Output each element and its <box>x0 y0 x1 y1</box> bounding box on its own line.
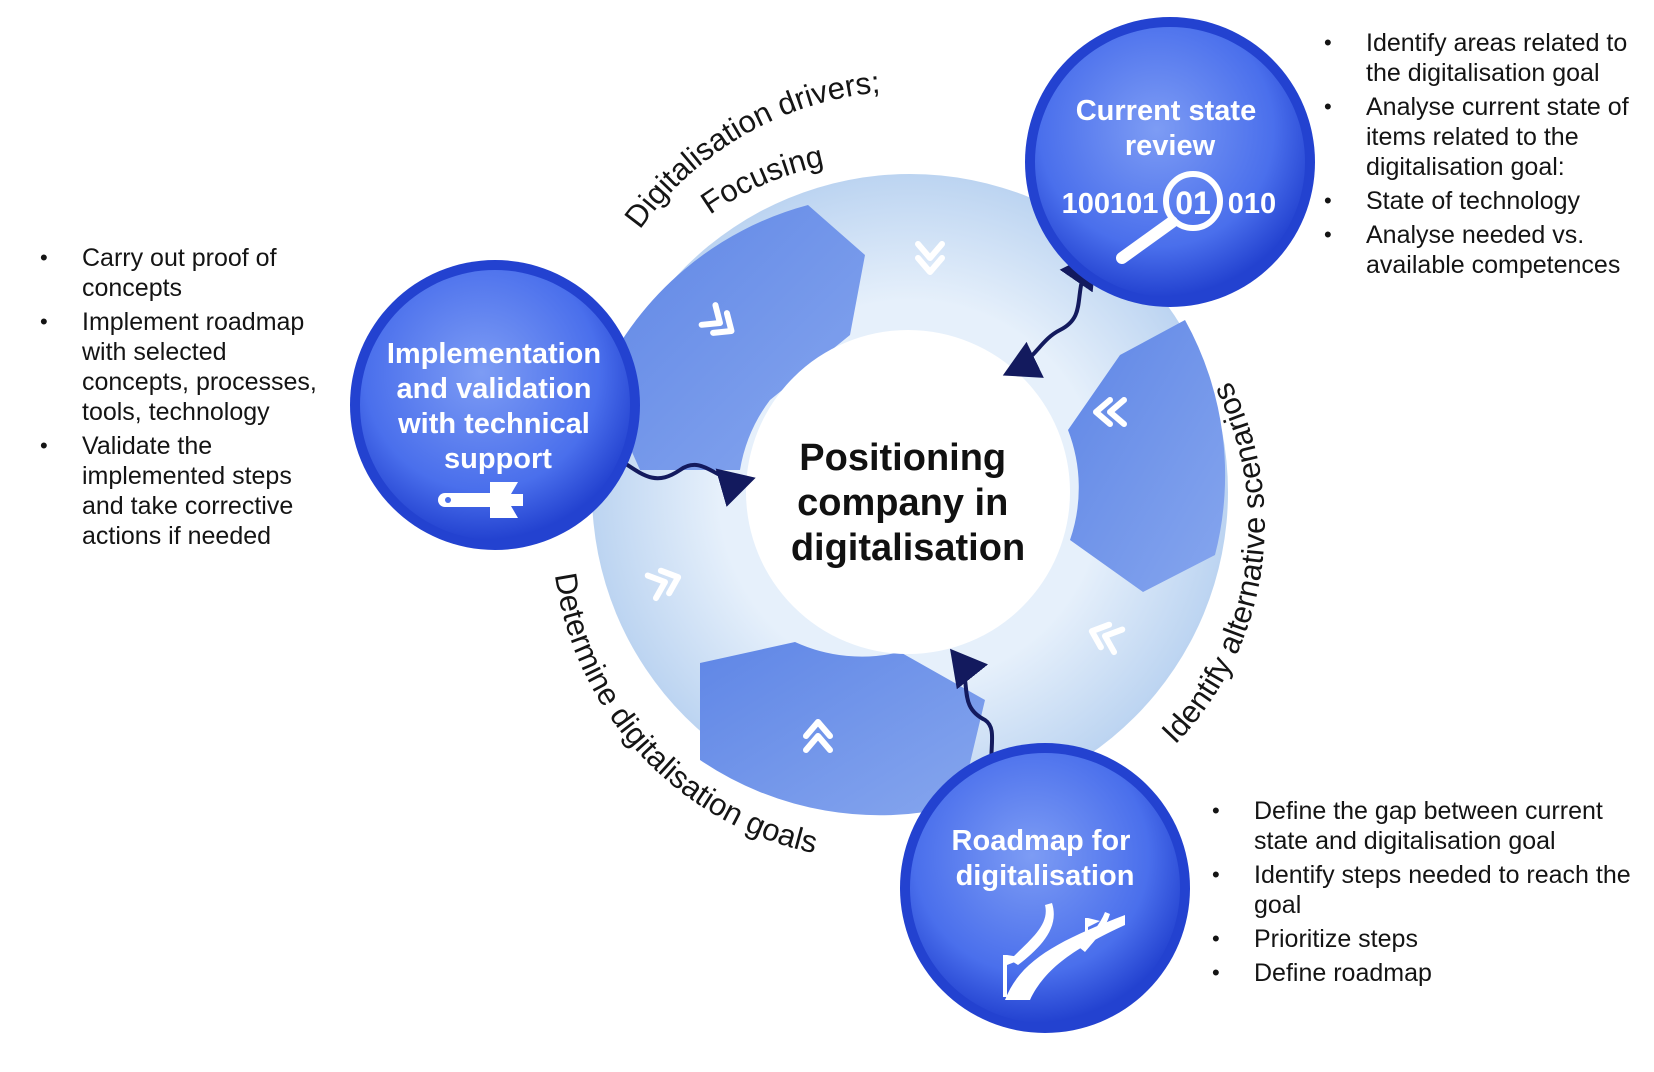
center-title-line: digitalisation <box>791 527 1025 569</box>
chevron-icon <box>644 567 682 602</box>
circle-roadmap: Roadmap for digitalisation <box>900 743 1190 1033</box>
list-item: Define roadmap <box>1208 958 1648 988</box>
chevron-icon <box>1093 397 1127 427</box>
ring-segment-bottom <box>700 642 985 816</box>
center-title-line: Positioning <box>799 437 1006 479</box>
list-item: Validate the implemented steps and take … <box>36 431 336 551</box>
bullet-list-current-state: Identify areas related to the digitalisa… <box>1320 28 1640 284</box>
list-item: Analyse needed vs. available competences <box>1320 220 1640 280</box>
chevron-icon <box>698 302 735 336</box>
list-item: State of technology <box>1320 186 1640 216</box>
connector-arrow-implementation <box>592 443 756 507</box>
binary-code-right: 010 <box>1228 188 1276 220</box>
magnifier-icon <box>1116 171 1223 264</box>
ring-chevrons <box>644 241 1127 753</box>
ring-segment-top-left <box>600 205 865 470</box>
bullet-list-roadmap: Define the gap between current state and… <box>1208 796 1648 992</box>
center-title: Positioning company in digitalisation <box>791 437 1025 569</box>
list-item: Identify steps needed to reach the goal <box>1208 860 1648 920</box>
current-state-title: Current state review <box>1076 95 1265 162</box>
implementation-title: Implementation and validation with techn… <box>387 338 609 475</box>
chevron-icon <box>915 241 945 275</box>
road-icon <box>1003 903 1125 1000</box>
chevron-icon <box>1088 621 1126 656</box>
bullet-list-implementation: Carry out proof of concepts Implement ro… <box>36 243 336 555</box>
chevron-icon <box>803 719 833 753</box>
circle-current-state: Current state review 100101 01 010 <box>1025 17 1315 307</box>
connector-arrow-current-state <box>1002 251 1097 378</box>
binary-code-left: 100101 <box>1062 188 1159 220</box>
ring-segment-right <box>1068 320 1226 592</box>
list-item: Prioritize steps <box>1208 924 1648 954</box>
list-item: Carry out proof of concepts <box>36 243 336 303</box>
binary-code-highlight: 01 <box>1175 185 1211 221</box>
list-item: Define the gap between current state and… <box>1208 796 1648 856</box>
center-title-line: company in <box>797 482 1008 524</box>
circle-implementation: Implementation and validation with techn… <box>350 260 640 550</box>
wrench-icon <box>438 482 523 518</box>
list-item: Analyse current state of items related t… <box>1320 92 1640 182</box>
list-item: Implement roadmap with selected concepts… <box>36 307 336 427</box>
roadmap-title: Roadmap for digitalisation <box>952 825 1139 892</box>
list-item: Identify areas related to the digitalisa… <box>1320 28 1640 88</box>
center-circle <box>746 330 1070 654</box>
